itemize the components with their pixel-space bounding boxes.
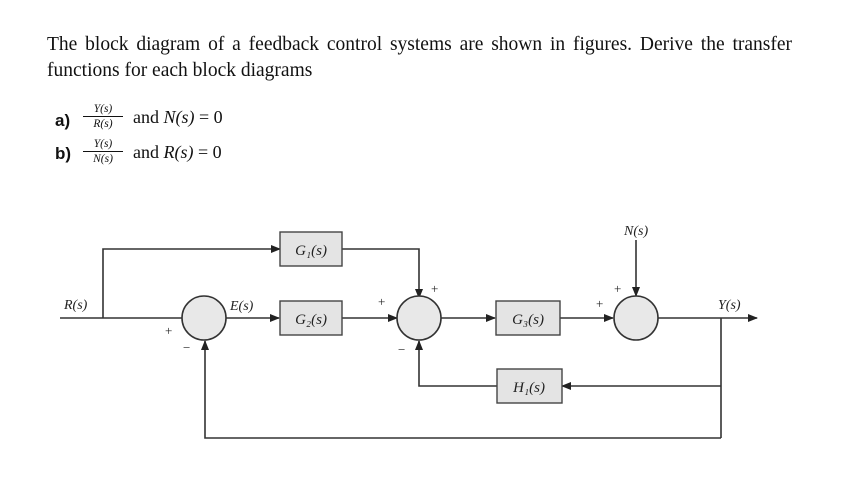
error-signal-label: E(s) [229, 299, 254, 314]
output-signal-label: Y(s) [718, 298, 741, 313]
condition-value: = 0 [198, 142, 222, 162]
fraction-denominator: N(s) [93, 153, 113, 165]
condition-variable: N(s) [163, 107, 195, 127]
condition-value: = 0 [199, 107, 223, 127]
sum2-left-plus-sign: + [378, 294, 385, 309]
sum2-minus-sign: − [398, 342, 405, 357]
disturbance-signal-label: N(s) [623, 224, 648, 239]
g2-label: G₂(s) [295, 312, 327, 328]
h1-feedback-path [415, 340, 497, 387]
unity-feedback-path [201, 340, 721, 439]
g1-label: G₁(s) [295, 243, 327, 259]
sum2-top-plus-sign: + [431, 281, 438, 296]
connector-text: and [133, 142, 159, 162]
fraction-numerator: Y(s) [93, 138, 113, 150]
fraction-bar [83, 151, 123, 152]
block-g1 [279, 231, 343, 267]
fraction: Y(s) N(s) [83, 138, 123, 165]
summing-junction-3 [613, 295, 659, 341]
h1-label: H₁(s) [512, 380, 545, 396]
question-label: a) [55, 111, 71, 130]
fraction-denominator: R(s) [93, 118, 113, 130]
fraction-numerator: Y(s) [93, 103, 113, 115]
summing-junction-2 [396, 295, 442, 341]
input-signal-label: R(s) [63, 298, 88, 313]
feedforward-path [102, 245, 281, 318]
condition: and R(s) = 0 [133, 142, 222, 163]
g1-output-path [342, 248, 423, 299]
problem-statement: The block diagram of a feedback control … [47, 34, 792, 81]
fraction-bar [83, 116, 123, 117]
block-g2 [279, 300, 343, 336]
summing-junction-1 [181, 295, 227, 341]
connector-text: and [133, 107, 159, 127]
condition: and N(s) = 0 [133, 107, 223, 128]
sum3-left-plus-sign: + [596, 296, 603, 311]
condition-variable: R(s) [163, 142, 194, 162]
g3-label: G₃(s) [512, 312, 544, 328]
sum1-minus-sign: − [183, 340, 190, 355]
question-label: b) [55, 144, 72, 163]
sum1-plus-sign: + [165, 323, 172, 338]
block-g3 [495, 300, 561, 336]
fraction: Y(s) R(s) [83, 103, 123, 130]
block-h1 [496, 368, 563, 404]
sum3-top-plus-sign: + [614, 281, 621, 296]
